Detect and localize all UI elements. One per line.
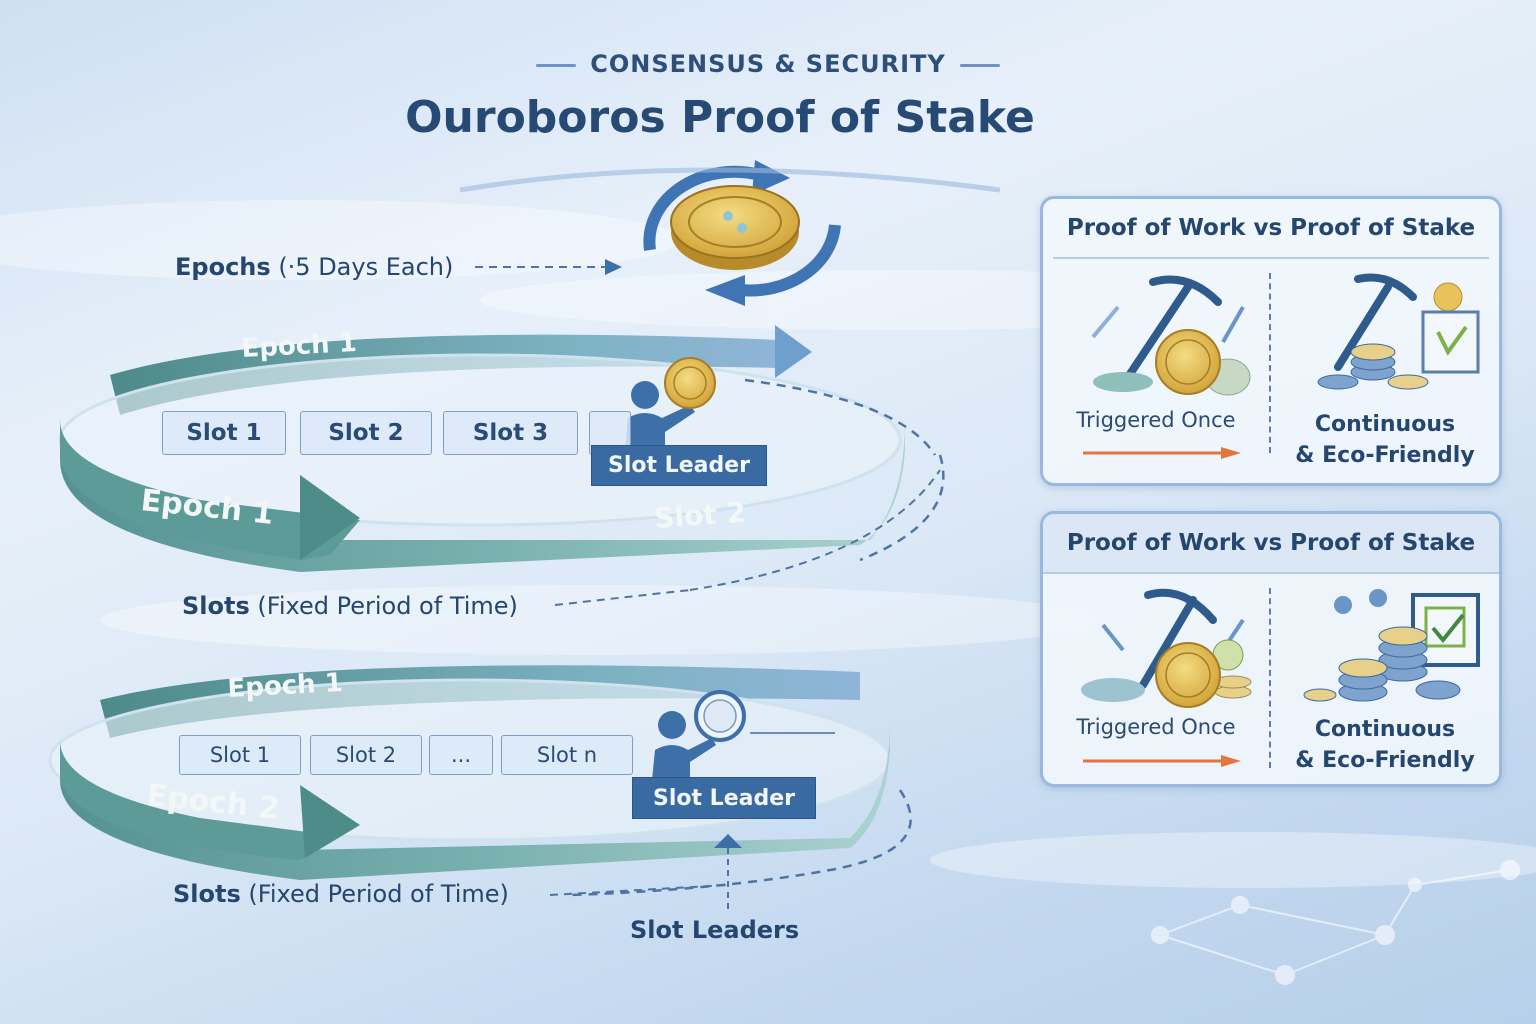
- slot-box: Slot n: [501, 735, 633, 775]
- slots-label-top: Slots: [182, 592, 250, 620]
- pos-label-line1: Continuous: [1314, 717, 1456, 742]
- pos-label: Continuous & Eco-Friendly: [1271, 409, 1499, 471]
- kicker-text: CONSENSUS & SECURITY: [590, 50, 946, 78]
- slot-leader-tag-bottom: Slot Leader: [632, 777, 816, 819]
- pow-label: Triggered Once: [1076, 408, 1236, 432]
- slot-leader-tag-top: Slot Leader: [591, 445, 767, 486]
- slots-label-bottom: Slots: [173, 880, 241, 908]
- slot-leader-figure-bottom: [652, 690, 746, 780]
- pos-label-line2: & Eco-Friendly: [1295, 443, 1475, 468]
- epoch-cycle-icon: [643, 160, 841, 306]
- kicker-rule-left: [536, 63, 577, 67]
- pow-label: Triggered Once: [1076, 715, 1236, 739]
- slots-callout-bottom: Slots (Fixed Period of Time): [173, 880, 509, 908]
- mining-pickaxe-coins-icon: [1091, 275, 1251, 396]
- panel-title: Proof of Work vs Proof of Stake: [1053, 199, 1489, 259]
- ring-top-epoch-upper: Epoch 1: [241, 328, 358, 364]
- slots-callout-top: Slots (Fixed Period of Time): [182, 592, 518, 620]
- epochs-callout: Epochs (·5 Days Each): [175, 253, 453, 281]
- orange-arrow-icon: [1083, 447, 1241, 459]
- pos-label-line1: Continuous: [1314, 412, 1456, 437]
- slot-box: ...: [429, 735, 493, 775]
- slot-box: Slot 2: [310, 735, 422, 775]
- slot-leaders-callout: Slot Leaders: [630, 916, 799, 944]
- slots-desc-bottom: (Fixed Period of Time): [248, 880, 509, 908]
- pow-vs-pos-panel-1: Proof of Work vs Proof of Stake Trig: [1040, 196, 1502, 486]
- slots-desc-top: (Fixed Period of Time): [257, 592, 518, 620]
- pow-vs-pos-panel-2: Proof of Work vs Proof of Stake: [1040, 511, 1502, 787]
- section-kicker: CONSENSUS & SECURITY: [0, 50, 1536, 78]
- panel-divider: [1269, 588, 1271, 768]
- epochs-label: Epochs: [175, 253, 271, 281]
- slot-leaders-label: Slot Leaders: [630, 916, 800, 944]
- staking-coins-checkmark-icon: [1303, 589, 1480, 702]
- slot-box: Slot 2: [300, 411, 432, 455]
- pos-label: Continuous & Eco-Friendly: [1271, 714, 1499, 776]
- mining-pickaxe-coins-icon: [1081, 588, 1252, 708]
- kicker-rule-right: [959, 63, 1000, 67]
- panel-divider: [1269, 273, 1271, 453]
- page-title: Ouroboros Proof of Stake: [405, 92, 1035, 143]
- ring-bottom-epoch-upper: Epoch 1: [227, 668, 344, 704]
- slot-box: Slot 1: [179, 735, 301, 775]
- orange-arrow-icon: [1083, 755, 1241, 767]
- ring-top-slot-label: Slot 2: [653, 496, 747, 535]
- slot-leader-figure-top: [625, 357, 716, 450]
- slot-box: Slot 3: [443, 411, 578, 455]
- slot-box: Slot 1: [162, 411, 286, 455]
- panel-title: Proof of Work vs Proof of Stake: [1043, 514, 1499, 574]
- pos-label-line2: & Eco-Friendly: [1295, 748, 1475, 773]
- epochs-duration: (·5 Days Each): [278, 253, 454, 281]
- staking-coins-monitor-icon: [1317, 273, 1480, 390]
